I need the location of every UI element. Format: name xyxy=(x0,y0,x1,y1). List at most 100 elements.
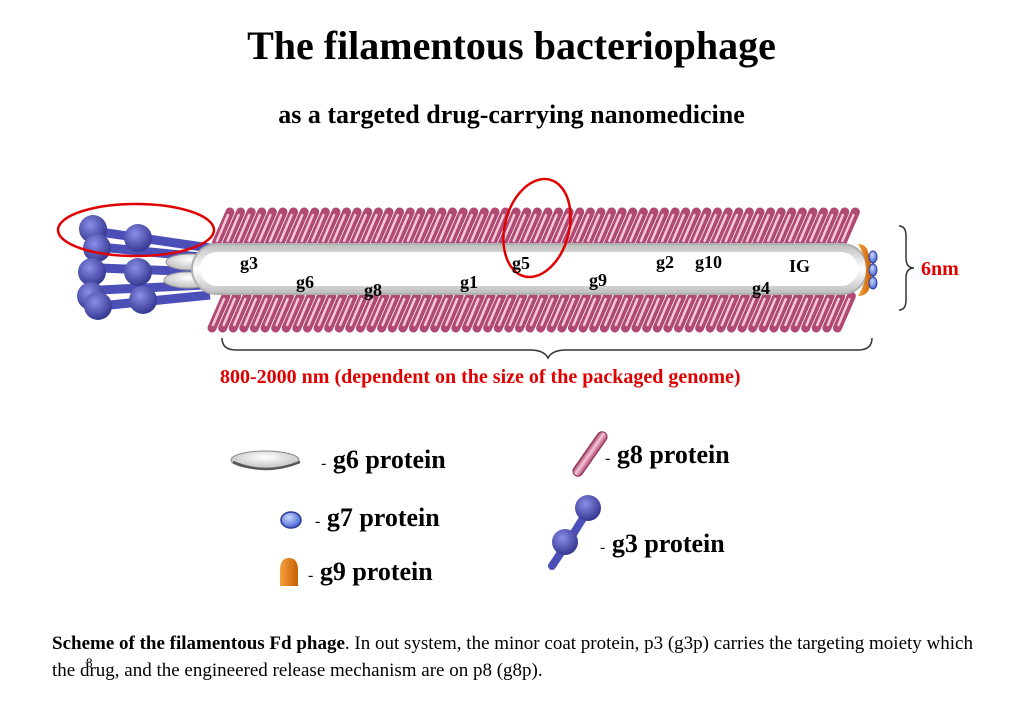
g8-coat-rod-highlight xyxy=(830,213,845,243)
gene-label-g2: g2 xyxy=(656,252,674,272)
g9-end-protein xyxy=(858,244,872,296)
g8-coat-rod-highlight xyxy=(788,213,802,243)
length-brace xyxy=(221,337,873,360)
g8-coat-rod-highlight xyxy=(480,213,495,243)
g8-coat-bottom-row xyxy=(207,291,856,333)
g3-highlight-ellipse xyxy=(56,202,216,258)
g8-coat-rod-highlight xyxy=(688,297,703,327)
g8-coat-rod-highlight xyxy=(815,297,830,327)
g8-coat-rod-highlight xyxy=(682,213,696,243)
g8-coat-rod-highlight xyxy=(597,213,611,243)
gene-label-g9: g9 xyxy=(589,270,607,290)
g8-coat-rod-highlight xyxy=(268,213,283,243)
g8-coat-rod-highlight xyxy=(614,297,629,327)
gene-label-g6: g6 xyxy=(296,272,314,292)
g8-coat-rod-highlight xyxy=(332,213,346,243)
g8-coat-rod-highlight xyxy=(285,297,300,327)
g8-coat-rod-highlight xyxy=(554,213,569,243)
g8-coat-rod-highlight xyxy=(300,213,315,243)
g8-coat-rod-highlight xyxy=(762,297,777,327)
g8-coat-rod-highlight xyxy=(741,297,756,327)
g8-coat-rod-highlight xyxy=(529,297,544,327)
g8-coat-rod-highlight xyxy=(603,297,618,327)
g8-coat-rod-highlight xyxy=(735,213,749,243)
legend-dash: - xyxy=(308,567,314,584)
g8-coat-rod-highlight xyxy=(247,213,262,243)
g8-coat-rod-highlight xyxy=(656,297,671,327)
g8-coat-rod-highlight xyxy=(639,213,654,243)
legend-dash: - xyxy=(600,539,606,556)
g8-coat-rod-highlight xyxy=(491,213,505,243)
g8-coat-rod-highlight xyxy=(370,297,385,327)
g8-coat-rod-highlight xyxy=(752,297,766,327)
gene-label-g5: g5 xyxy=(512,253,530,273)
g8-coat-rod-highlight xyxy=(805,297,819,327)
g8-coat-rod-highlight xyxy=(360,297,374,327)
g8-coat-rod-highlight xyxy=(756,213,770,243)
g8-coat-rod-highlight xyxy=(618,213,633,243)
g8-coat-rod-highlight xyxy=(413,297,427,327)
g8-coat-rod-highlight xyxy=(275,297,289,327)
g8-coat-rod-highlight xyxy=(713,213,728,243)
g8-coat-rod-highlight xyxy=(540,297,554,327)
g8-coat-rod-highlight xyxy=(385,213,399,243)
g8-coat-rod-highlight xyxy=(533,213,548,243)
g8-coat-rod-highlight xyxy=(226,213,240,243)
legend-g8-label: g8 protein xyxy=(616,440,730,469)
g8-coat-rod-highlight xyxy=(576,213,590,243)
g7-end-protein-3 xyxy=(868,276,878,290)
g8-coat-rod-highlight xyxy=(434,297,448,327)
g8-coat-rod-highlight xyxy=(544,213,558,243)
g8-coat-rod-highlight xyxy=(328,297,342,327)
g8-coat-rod-highlight xyxy=(625,297,639,327)
g8-coat-rod-highlight xyxy=(671,213,686,243)
g8-coat-rod-highlight xyxy=(470,213,484,243)
g8-coat-rod-highlight xyxy=(572,297,586,327)
legend-g9-item: - g9 protein xyxy=(308,557,433,587)
caption-text: . In out system, the minor coat protein,… xyxy=(52,633,973,681)
legend-g9-label: g9 protein xyxy=(319,557,433,586)
g8-coat-rod-highlight xyxy=(837,297,851,327)
g8-coat-rod-highlight xyxy=(501,213,516,243)
g8-coat-rod-highlight xyxy=(550,297,565,327)
legend-dash: - xyxy=(321,455,327,472)
g8-coat-rod-highlight xyxy=(720,297,735,327)
g8-coat-rod-highlight xyxy=(777,213,792,243)
g8-coat-rod-highlight xyxy=(222,297,236,327)
g8-coat-rod-highlight xyxy=(338,297,353,327)
gene-label-g3: g3 xyxy=(240,253,258,273)
g7-end-protein-2 xyxy=(868,263,878,277)
g8-coat-rod-highlight xyxy=(438,213,452,243)
g8-coat-rod-highlight xyxy=(629,213,643,243)
width-brace xyxy=(898,225,915,311)
gene-label-g10: g10 xyxy=(695,252,722,272)
g8-coat-rod-highlight xyxy=(243,297,258,327)
g8-coat-rod-highlight xyxy=(455,297,470,327)
g8-coat-rod-highlight xyxy=(364,213,378,243)
g8-coat-rod-highlight xyxy=(826,297,841,327)
g8-coat-rod-highlight xyxy=(423,297,438,327)
g8-coat-rod-highlight xyxy=(296,297,311,327)
width-label: 6nm xyxy=(921,258,959,280)
g8-coat-rod-highlight xyxy=(317,297,332,327)
g8-coat-rod-highlight xyxy=(660,213,675,243)
gene-label-g1: g1 xyxy=(460,272,478,292)
g8-coat-rod-highlight xyxy=(307,297,321,327)
g8-coat-rod-highlight xyxy=(724,213,739,243)
g8-coat-rod-highlight xyxy=(215,213,230,243)
g8-coat-rod-highlight xyxy=(353,213,368,243)
g8-coat-rod-highlight xyxy=(523,213,537,243)
g8-coat-rod-highlight xyxy=(497,297,512,327)
g8-coat-rod-highlight xyxy=(731,297,745,327)
g8-coat-rod-highlight xyxy=(232,297,247,327)
page-subtitle: as a targeted drug-carrying nanomedicine xyxy=(278,100,745,129)
g8-coat-rod-highlight xyxy=(289,213,304,243)
g8-coat-rod-highlight xyxy=(311,213,325,243)
g8-coat-rod-highlight xyxy=(342,213,357,243)
g8-coat-rod-highlight xyxy=(466,297,480,327)
gene-label-g8: g8 xyxy=(364,280,382,300)
g8-coat-rod-highlight xyxy=(593,297,607,327)
gene-label-ig: IG xyxy=(789,256,810,276)
g8-coat-rod-highlight xyxy=(476,297,491,327)
